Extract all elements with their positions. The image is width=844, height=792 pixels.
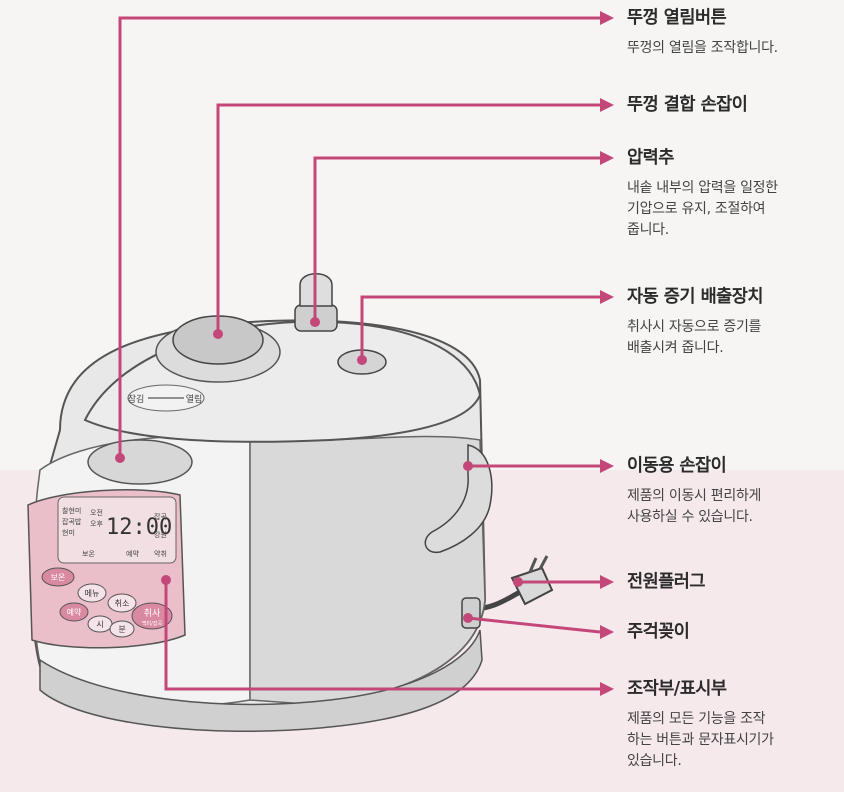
lcd-pm-label: 오후 <box>90 520 103 528</box>
svg-text:예약: 예약 <box>67 607 82 617</box>
callout-lid-lock-handle: 뚜껑 결합 손잡이 <box>627 94 748 116</box>
lcd-bottom-label-2: 예약 <box>126 549 139 558</box>
callout-title: 주걱꽂이 <box>627 622 690 642</box>
leader-control-panel <box>164 580 600 691</box>
cooker-base <box>39 629 483 733</box>
callout-title: 자동 증기 배출장치 <box>627 287 764 307</box>
leader-arrowheads <box>600 11 614 696</box>
leader-lid-lock-handle <box>216 103 600 334</box>
callout-rice-scoop: 주걱꽂이 <box>627 621 690 643</box>
callout-title: 전원플러그 <box>627 572 706 592</box>
callout-carry-handle: 이동용 손잡이 제품의 이동시 편리하게 사용하실 수 있습니다. <box>627 455 761 528</box>
callout-power-plug: 전원플러그 <box>627 571 706 593</box>
callout-lid-open-button: 뚜껑 열림버튼 뚜껑의 열림을 조작합니다. <box>627 7 778 59</box>
callout-desc: 제품의 모든 기능을 조작 하는 버튼과 문자표시기가 있습니다. <box>627 711 774 769</box>
button-cook[interactable]: 취사 백미/잡곡 <box>131 602 173 630</box>
leader-lid-open-button <box>118 16 600 458</box>
lid-lock-label: 잠김 <box>128 393 145 405</box>
button-menu[interactable]: 메뉴 <box>77 583 107 603</box>
lcd-left-label-1: 찰현미 <box>62 506 81 515</box>
callout-desc: 뚜껑의 열림을 조작합니다. <box>627 40 778 56</box>
leader-pressure-weight <box>313 156 600 322</box>
button-keep-warm[interactable]: 보온 <box>41 567 75 587</box>
power-plug <box>510 555 554 606</box>
svg-text:시: 시 <box>96 620 103 629</box>
carry-handle[interactable] <box>424 444 493 554</box>
svg-text:메뉴: 메뉴 <box>85 589 100 598</box>
callout-auto-steam-release: 자동 증기 배출장치 취사시 자동으로 증기를 배출시켜 줍니다. <box>627 286 764 359</box>
button-reserve[interactable]: 예약 <box>59 602 89 622</box>
svg-text:취소: 취소 <box>115 599 130 608</box>
button-cook-sub: 백미/잡곡 <box>142 620 162 627</box>
lcd-right-label-1: 잡곡 <box>154 512 167 521</box>
callout-title: 뚜껑 결합 손잡이 <box>627 95 748 115</box>
lid-open-label: 열림 <box>186 393 203 405</box>
button-hour[interactable]: 시 <box>87 615 113 633</box>
callout-desc: 취사시 자동으로 증기를 배출시켜 줍니다. <box>627 319 762 356</box>
lcd-right-label-2: 강원 <box>154 530 167 539</box>
callout-title: 이동용 손잡이 <box>627 456 727 476</box>
lcd-time: 12:00 <box>106 515 172 540</box>
lcd-display <box>57 496 177 564</box>
callout-desc: 내솥 내부의 압력을 일정한 기압으로 유지, 조절하여 줍니다. <box>627 180 778 238</box>
lid-direction-label: 잠김 열림 <box>127 384 205 412</box>
lcd-bottom-label-1: 보온 <box>82 550 95 558</box>
callout-control-panel: 조작부/표시부 제품의 모든 기능을 조작 하는 버튼과 문자표시기가 있습니다… <box>627 678 774 772</box>
leader-endpoints <box>115 317 523 623</box>
leader-lines <box>118 16 601 691</box>
lcd-right-label-3: 약취 <box>154 549 167 558</box>
leader-auto-steam-release <box>360 295 600 360</box>
lcd-am-label: 오전 <box>90 508 103 517</box>
lid-open-button[interactable] <box>87 439 193 485</box>
callout-desc: 제품의 이동시 편리하게 사용하실 수 있습니다. <box>627 488 762 525</box>
lcd-left-label-2: 잡곡밥 <box>62 517 82 526</box>
svg-text:취사: 취사 <box>144 608 161 619</box>
callout-title: 뚜껑 열림버튼 <box>627 8 727 28</box>
leader-rice-scoop <box>467 616 601 634</box>
callout-title: 조작부/표시부 <box>627 679 727 699</box>
callout-title: 압력추 <box>627 148 674 168</box>
svg-text:분: 분 <box>118 625 125 634</box>
button-cancel[interactable]: 취소 <box>107 593 137 613</box>
button-minute[interactable]: 분 <box>109 620 135 638</box>
svg-text:보온: 보온 <box>51 573 66 582</box>
callout-pressure-weight: 압력추 내솥 내부의 압력을 일정한 기압으로 유지, 조절하여 줍니다. <box>627 147 778 241</box>
lcd-left-label-3: 현미 <box>62 528 75 537</box>
rice-scoop-holder <box>461 597 481 629</box>
